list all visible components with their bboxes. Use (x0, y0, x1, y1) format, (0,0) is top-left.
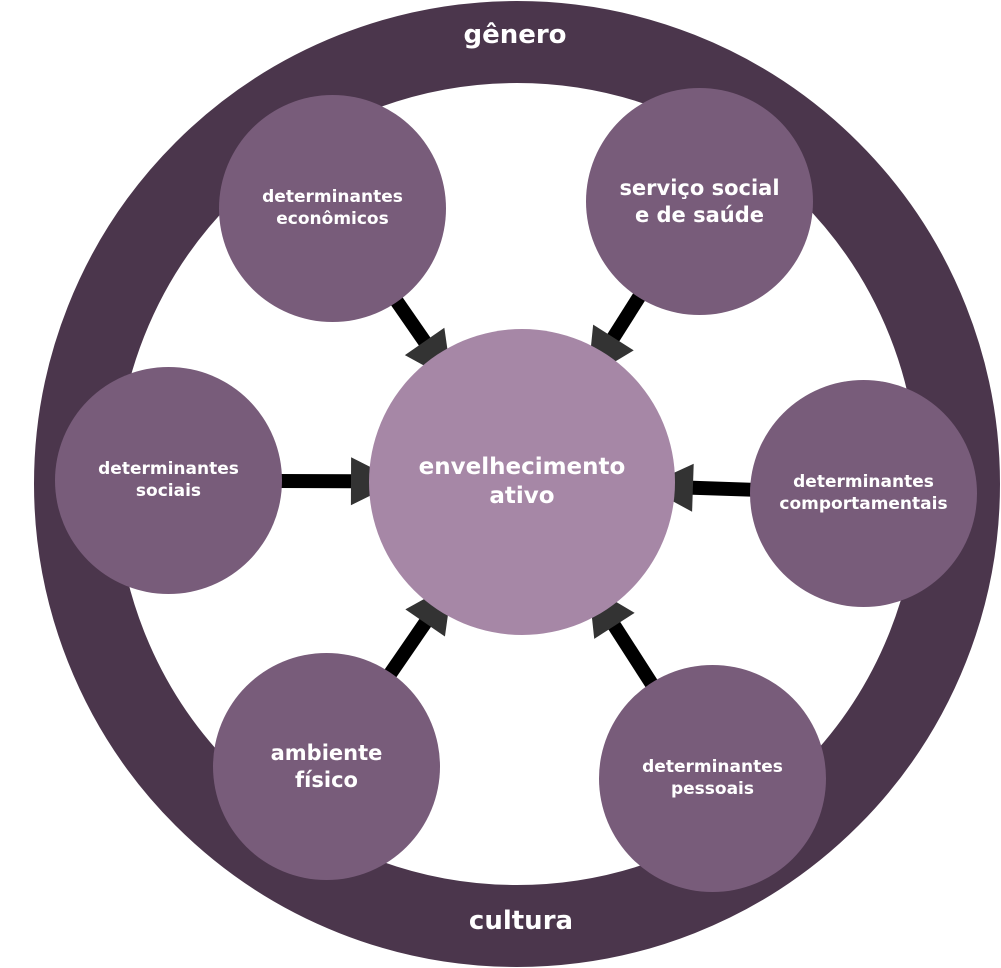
ring-label-genero: gênero (463, 20, 567, 50)
node-label: determinantes pessoais (642, 757, 783, 799)
node-determinantes-economicos: determinantes econômicos (219, 95, 446, 322)
node-determinantes-pessoais: determinantes pessoais (599, 665, 826, 892)
node-servico-social-e-de-saude: serviço social e de saúde (586, 88, 813, 315)
node-determinantes-comportamentais: determinantes comportamentais (750, 380, 977, 607)
node-label: envelhecimento ativo (418, 454, 626, 509)
node-envelhecimento-ativo: envelhecimento ativo (369, 329, 675, 635)
node-label: determinantes comportamentais (779, 472, 948, 514)
node-label: determinantes econômicos (262, 187, 403, 229)
ring-label-cultura: cultura (468, 906, 574, 936)
node-ambiente-fisico: ambiente físico (213, 653, 440, 880)
arrow-shaft (606, 618, 660, 691)
arrow-shaft (389, 294, 433, 349)
node-label: ambiente físico (270, 741, 383, 792)
arrow-shaft (688, 480, 755, 497)
node-label: serviço social e de saúde (619, 176, 780, 227)
arrow-shaft (605, 290, 647, 345)
node-determinantes-sociais: determinantes sociais (55, 367, 282, 594)
arrow-shaft (382, 615, 434, 681)
node-label: determinantes sociais (98, 459, 239, 501)
